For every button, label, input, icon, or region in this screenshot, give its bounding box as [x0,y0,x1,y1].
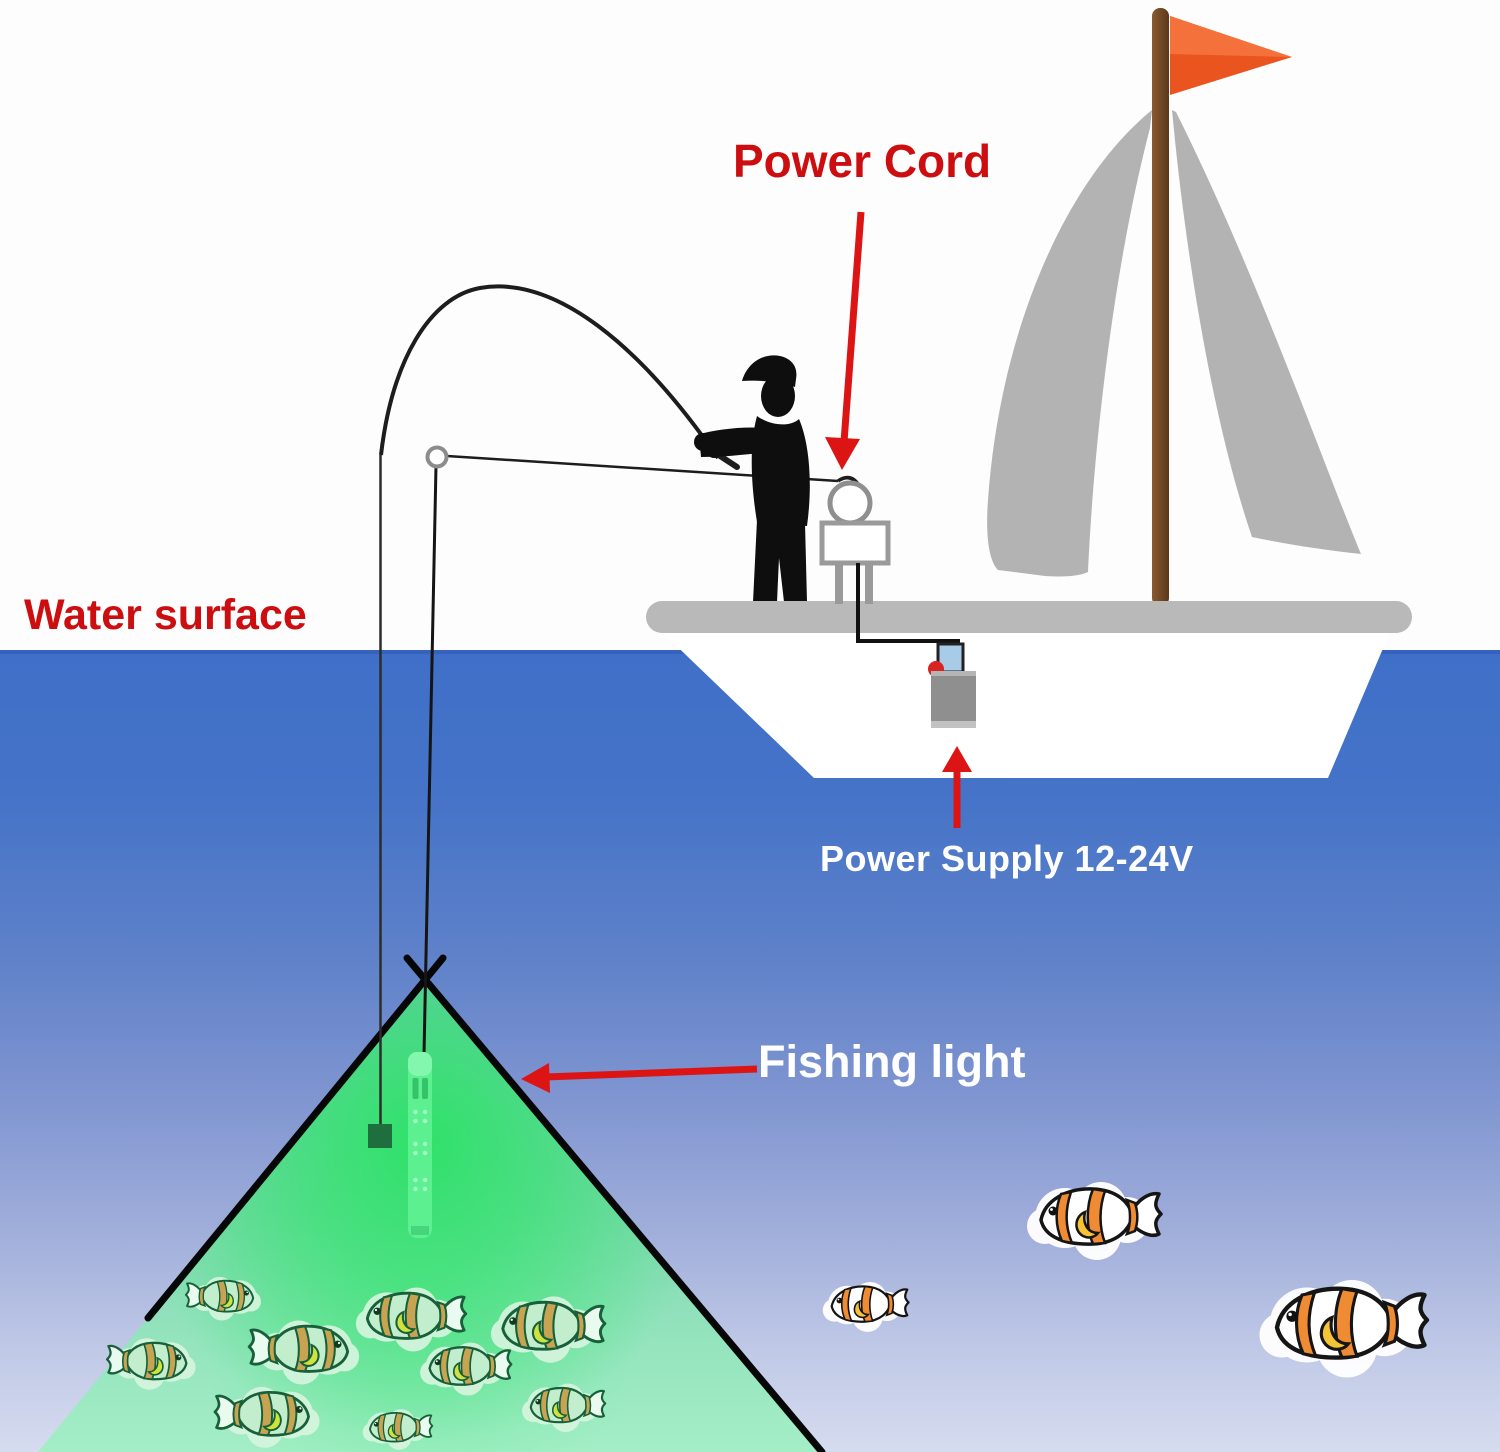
sail-right [1172,110,1361,554]
mast [1152,8,1169,606]
sky [0,0,1500,650]
power-supply-arrow [942,746,972,828]
lamp-power-cord [422,465,438,1055]
cone-right-edge [403,954,826,1452]
fishing-rod [379,284,720,460]
flag [1170,16,1292,95]
boat-body [646,601,1412,778]
pulley [425,445,449,469]
cone-left-edge [144,954,447,1322]
reel-stand-table [819,520,891,566]
water-surface-label: Water surface [24,591,307,639]
fisherman [694,355,810,602]
supply-box [931,671,976,728]
deck [646,601,1412,633]
cord-reel-ring [827,480,873,526]
power-cord-arrow [825,211,865,470]
power-supply-label: Power Supply 12-24V [820,838,1194,879]
annotation-arrows [521,211,972,1093]
hull [662,632,1390,778]
power-cord-label: Power Cord [733,135,992,187]
cord-reel-stand [819,480,891,604]
sail-left [987,110,1152,577]
line-weight [368,1124,392,1148]
sailboat [987,8,1361,606]
fisherman-head [761,375,795,417]
fisherman-legs [753,520,807,602]
fishing-light-arrow [521,1063,758,1093]
fishing-lamp [408,1052,432,1238]
power-supply-unit [928,642,976,728]
fishing-light-label: Fishing light [758,1036,1026,1087]
